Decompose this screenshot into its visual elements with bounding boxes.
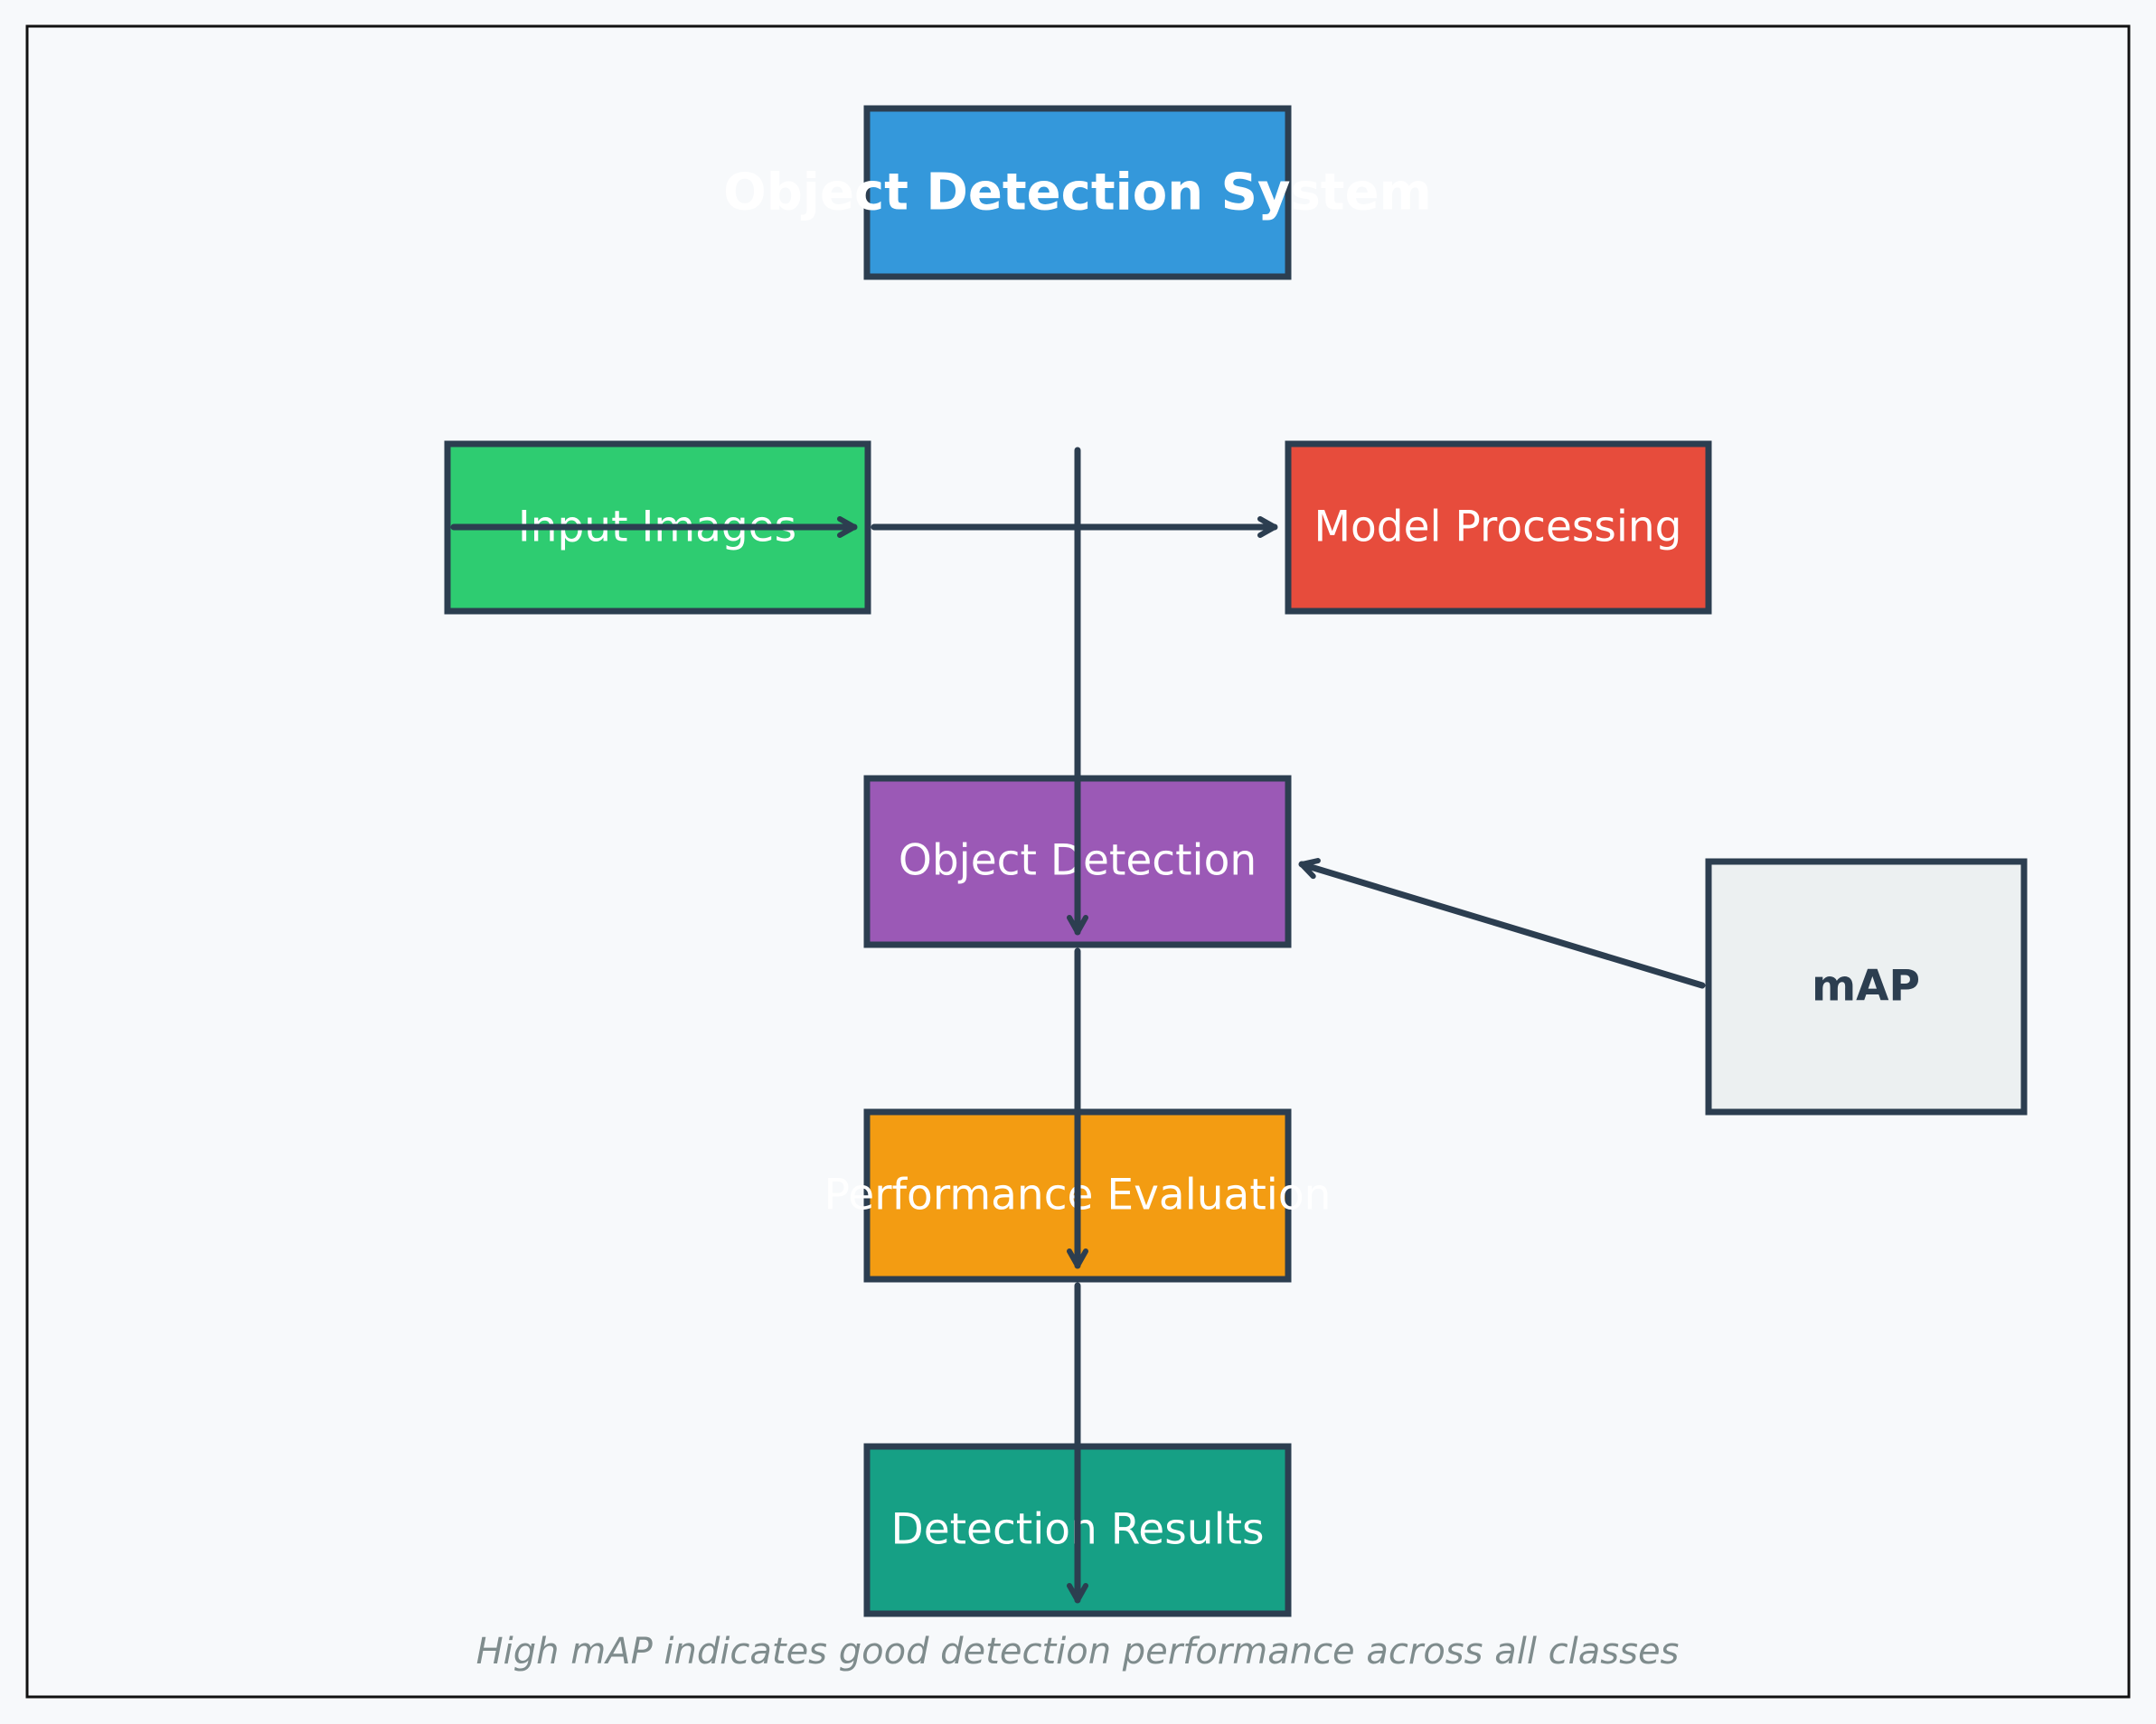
diagram-title: Object Detection System (723, 164, 1432, 222)
map-box (1705, 858, 2028, 1116)
arrow-map-to-detection (1298, 858, 1706, 989)
node-map: mAP (1705, 858, 2028, 1116)
model-processing-box (1285, 440, 1712, 615)
caption: High mAP indicates good detection perfor… (476, 1631, 1680, 1672)
node-model-processing: Model Processing (1285, 440, 1712, 615)
title-node: Object Detection System (723, 105, 1432, 280)
map-label: mAP (1812, 962, 1920, 1012)
connectors (450, 447, 1706, 1604)
model-processing-label: Model Processing (1313, 503, 1681, 552)
title-box (863, 105, 1292, 280)
